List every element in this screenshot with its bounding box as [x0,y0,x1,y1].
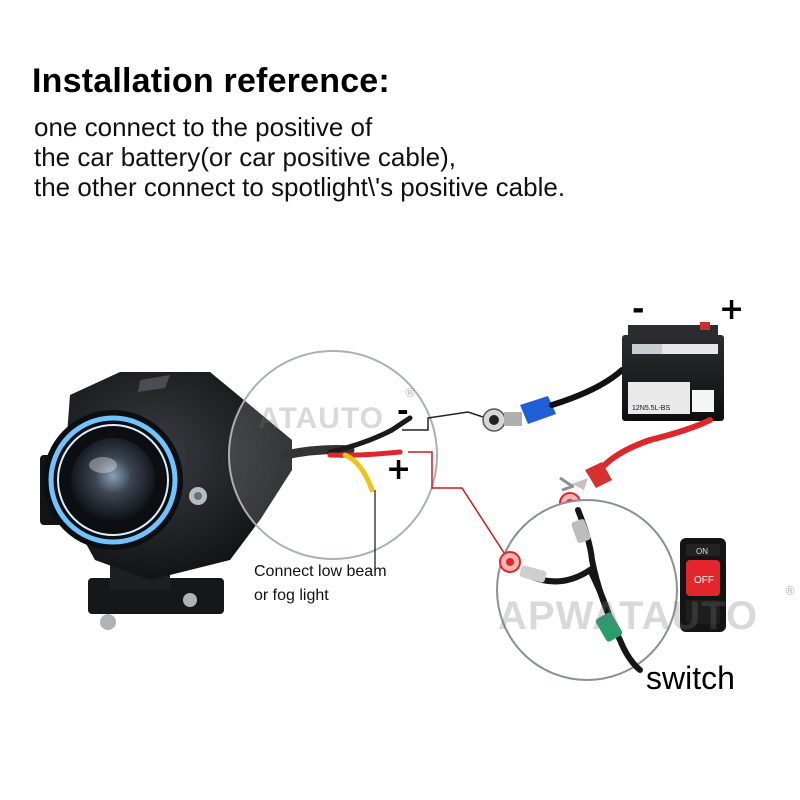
spotlight [40,372,355,630]
watermark-large: APWATAUTO [498,594,759,638]
low-beam-wire [342,452,375,493]
positive-wire [327,449,403,458]
battery-negative-cable [549,367,625,408]
negative-wire [327,415,413,455]
connection-marker-2 [499,551,521,573]
mount-bolt [100,614,116,630]
battery-model-label: 12N5.5L-BS [632,405,670,412]
switch: ON OFF [680,538,726,632]
bullet-connector [519,565,547,583]
red-crimp-terminal [585,462,612,488]
description-line: the car battery(or car positive cable), [34,142,456,172]
battery: 12N5.5L-BS [622,322,724,421]
registered-mark: ® [404,386,416,400]
switch-off-label: OFF [694,575,714,586]
wire-negative-sign: - [397,394,409,427]
blue-crimp-terminal [520,396,556,424]
registered-mark: ® [784,584,796,598]
mount-bolt [183,593,197,607]
battery-positive-sign: + [719,292,745,327]
watermark-small: ATAUTO [258,402,384,435]
switch-label: switch [646,660,735,696]
description-line: the other connect to spotlight\'s positi… [34,172,566,202]
heat-shrink [595,612,623,642]
projector-lens [71,438,155,522]
switch-wire [525,565,615,628]
switch-detail-magnifier [496,499,678,681]
wire-positive-sign: + [386,452,412,487]
low-beam-note-line: or fog light [254,587,329,604]
low-beam-note: Connect low beam or fog light [254,560,387,608]
description-line: one connect to the positive of [34,112,373,142]
installation-description: one connect to the positive of the car b… [34,112,565,202]
battery-label-panel [628,382,690,414]
negative-lead-line [402,411,493,431]
halo-ring [48,415,178,545]
low-beam-note-line: Connect low beam [254,563,387,580]
battery-negative-sign: - [632,292,645,327]
page-title: Installation reference: [32,62,390,100]
switch-on-label: ON [696,547,708,556]
positive-lead-line [408,451,511,563]
switch-rocker [686,560,720,596]
battery-positive-cable [597,417,713,473]
